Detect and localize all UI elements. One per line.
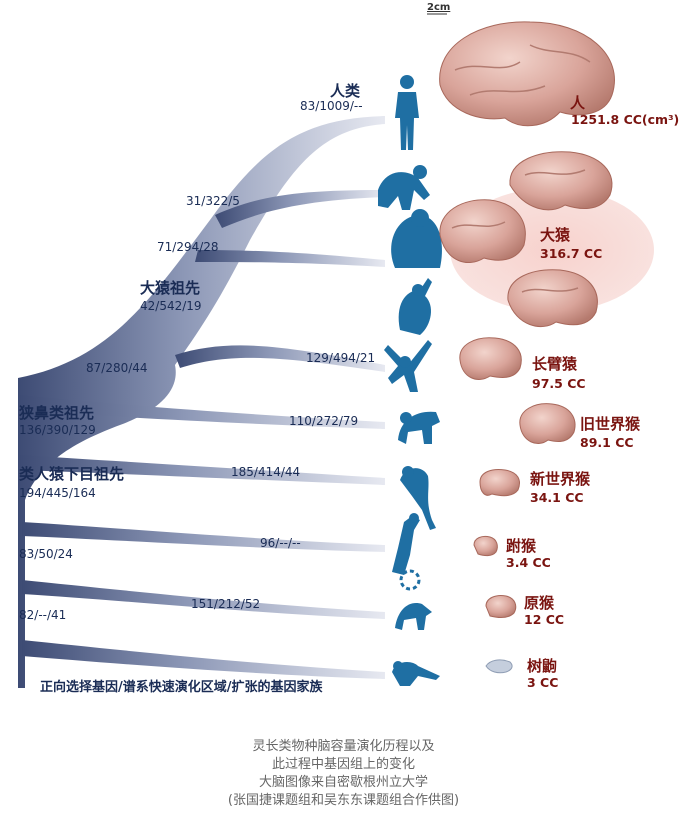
oldworld-monkey-silhouette [398,411,440,444]
newworld-monkey-brain [479,469,520,497]
node-human-name: 人类 [330,82,361,100]
great-ape-brain-2 [439,199,526,263]
lemur-silhouette [395,569,432,630]
branch-stat-hominoid: 87/280/44 [86,361,148,375]
caption-line-4: (张国捷课题组和吴东东课题组合作供图) [227,793,460,808]
branch-stat-primates: 82/--/41 [19,608,67,622]
brain-human-volume: 1251.8 CC(cm³) [571,112,680,127]
node-great-ape-ancestor-stats: 42/542/19 [140,299,202,313]
branch-stat-haplorhini: 83/50/24 [19,547,73,561]
orangutan-silhouette [398,278,432,335]
oldworld-monkey-brain [519,403,576,444]
brain-lemur-volume: 12 CC [524,612,565,627]
node-catarrhini-ancestor-name: 狭鼻类祖先 [19,404,95,422]
node-simiiformes-ancestor-stats: 194/445/164 [19,486,96,500]
brain-tarsier-volume: 3.4 CC [506,555,551,570]
brain-tarsier-name: 跗猴 [506,537,537,555]
brain-great-ape-name: 大猿 [540,226,571,244]
human-silhouette [395,75,419,150]
great-ape-brain-3 [507,269,598,328]
treeshrew-silhouette [392,661,440,686]
tarsier-silhouette [392,513,420,575]
node-catarrhini-ancestor-stats: 136/390/129 [19,423,96,437]
branch-stat-gorilla: 71/294/28 [157,240,219,254]
caption-line-3: 大脑图像来自密歇根州立大学 [258,775,428,790]
branch-chimp [215,190,385,228]
legend-text: 正向选择基因/谱系快速演化区域/扩张的基因家族 [40,680,323,695]
phylo-tree [18,116,385,688]
branch-stat-tarsier: 96/--/-- [260,536,301,550]
branch-stat-lemur: 151/212/52 [191,597,261,611]
branch-oldworld [20,395,385,429]
treeshrew-brain [485,659,513,674]
newworld-monkey-silhouette [400,466,436,530]
lemur-brain [485,595,517,619]
branch-stat-gibbon: 129/494/21 [306,351,376,365]
branch-treeshrew [22,640,385,679]
node-human-stats: 83/1009/-- [300,99,363,113]
brain-gibbon-volume: 97.5 CC [532,376,586,391]
brain-treeshrew-name: 树鼩 [527,657,558,675]
gibbon-brain [459,337,522,380]
branch-gibbon [175,345,385,372]
great-ape-brain-1 [509,151,613,211]
branch-stat-chimp: 31/322/5 [186,194,240,208]
brain-oldworld-volume: 89.1 CC [580,435,634,450]
brain-human-name: 人 [570,94,586,112]
branch-stat-newworld: 185/414/44 [231,465,301,479]
chimp-silhouette [378,165,430,210]
brain-gibbon-name: 长臂猿 [532,355,578,373]
branch-stat-oldworld: 110/272/79 [289,414,359,428]
brain-newworld-volume: 34.1 CC [530,490,584,505]
brain-treeshrew-volume: 3 CC [527,675,559,690]
branch-gorilla [195,250,385,267]
caption: 灵长类物种脑容量演化历程以及 此过程中基因组上的变化 大脑图像来自密歇根州立大学… [0,738,687,810]
node-great-ape-ancestor-name: 大猿祖先 [140,279,201,297]
brain-lemur-name: 原猴 [524,594,555,612]
brain-great-ape-volume: 316.7 CC [540,246,603,261]
branch-newworld [20,455,385,485]
tarsier-brain [473,535,498,557]
caption-line-2: 此过程中基因组上的变化 [271,757,415,772]
branch-tarsier [22,522,385,552]
node-simiiformes-ancestor-name: 类人猿下目祖先 [19,465,125,483]
gorilla-silhouette [391,209,442,268]
scale-bar-label: 2cm [427,2,451,13]
brain-newworld-name: 新世界猴 [530,470,591,488]
branch-lemur [22,580,385,619]
human-brain [439,21,615,127]
caption-line-1: 灵长类物种脑容量演化历程以及 [252,739,435,754]
brain-oldworld-name: 旧世界猴 [580,415,641,433]
gibbon-silhouette [384,340,432,392]
